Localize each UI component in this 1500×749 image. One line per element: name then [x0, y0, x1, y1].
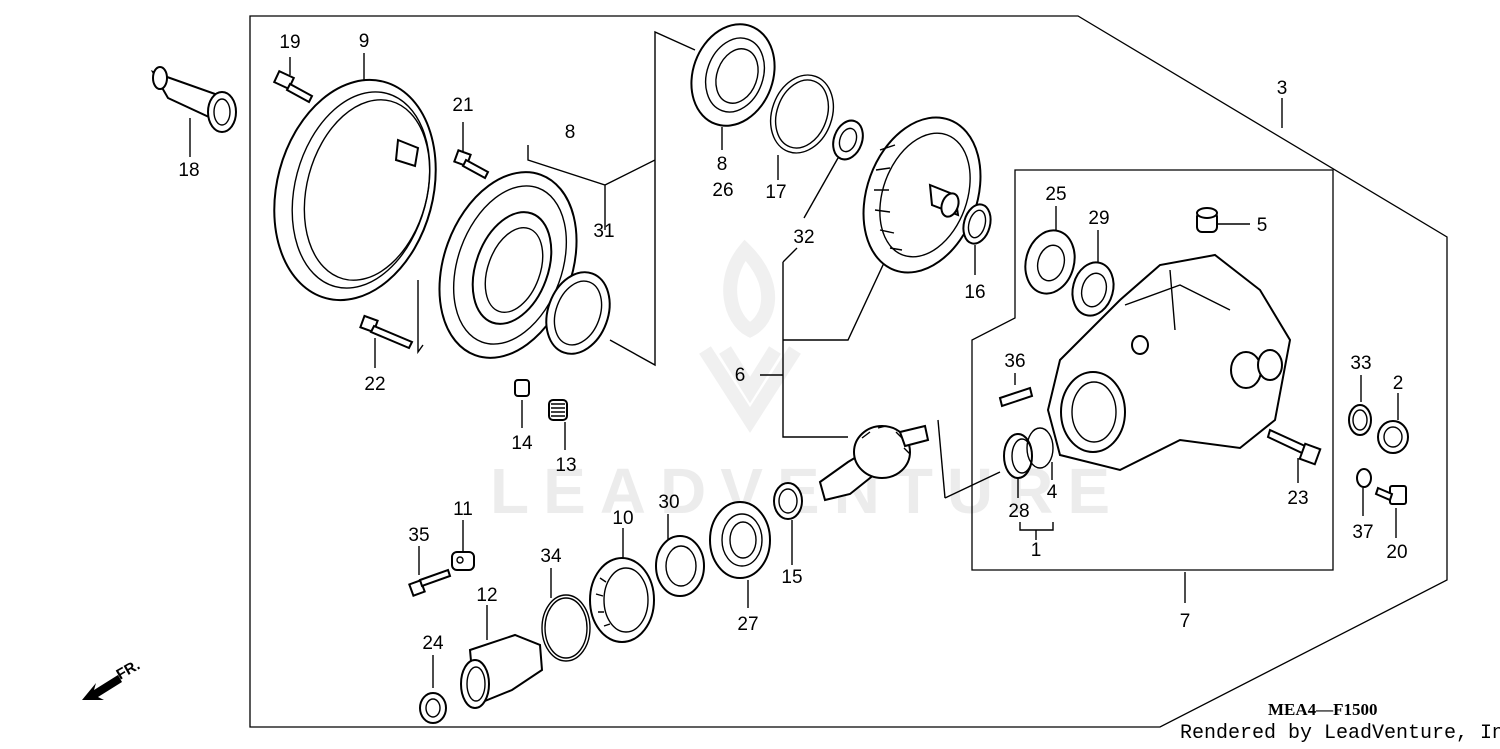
part-8-bearing[interactable] [678, 12, 789, 137]
callout-14[interactable]: 14 [511, 433, 533, 454]
arrow-icon [82, 675, 122, 700]
part-33-washer[interactable] [1348, 404, 1372, 436]
callout-25[interactable]: 25 [1045, 184, 1066, 205]
part-37-washer[interactable] [1356, 468, 1372, 488]
part-28-bearing[interactable] [1003, 433, 1033, 479]
callout-34[interactable]: 34 [540, 546, 562, 567]
callout-8-bearing[interactable]: 8 [717, 154, 728, 175]
part-10-retainer[interactable] [589, 557, 655, 643]
leader-lines [189, 53, 1399, 688]
callout-15[interactable]: 15 [781, 567, 802, 588]
credit-text: Rendered by LeadVenture, Inc. [1180, 722, 1500, 745]
callout-13[interactable]: 13 [555, 455, 576, 476]
part-36-stud[interactable] [998, 386, 1034, 408]
part-35-bolt[interactable] [408, 568, 452, 597]
part-29-seal[interactable] [1067, 258, 1120, 321]
assembly-3-outline [249, 15, 1448, 728]
callout-6[interactable]: 6 [735, 365, 746, 386]
callout-18[interactable]: 18 [178, 160, 199, 181]
callout-24[interactable]: 24 [422, 633, 444, 654]
part-13-spring[interactable] [548, 399, 568, 421]
part-14-nut[interactable] [514, 379, 530, 397]
assembly-1-bracket [1019, 522, 1054, 540]
part-9-band[interactable] [251, 62, 460, 319]
callout-31[interactable]: 31 [593, 221, 614, 242]
callout-20[interactable]: 20 [1386, 542, 1407, 563]
callout-22[interactable]: 22 [364, 374, 385, 395]
callout-4[interactable]: 4 [1047, 482, 1058, 503]
part-7-gear-case[interactable] [1046, 253, 1292, 472]
part-5-cap[interactable] [1196, 207, 1218, 233]
callout-36[interactable]: 36 [1004, 351, 1025, 372]
callout-8-holder[interactable]: 8 [565, 122, 576, 143]
part-34-o-ring[interactable] [541, 594, 591, 662]
callout-5[interactable]: 5 [1257, 215, 1268, 236]
assembly-22-bracket [417, 280, 424, 355]
part-18-collar[interactable] [150, 66, 237, 133]
part-16-shim[interactable] [959, 201, 994, 246]
part-25-bearing[interactable] [1019, 225, 1082, 299]
part-11-joint[interactable] [451, 551, 475, 571]
part-17-circlip[interactable] [760, 66, 844, 162]
part-24-nut[interactable] [419, 692, 447, 724]
part-6-ring-gear[interactable] [843, 101, 1001, 289]
diagram-code: MEA4—F1500 [1268, 700, 1378, 719]
part-8-holder[interactable] [415, 153, 601, 377]
callout-26[interactable]: 26 [712, 180, 733, 201]
callout-11[interactable]: 11 [453, 499, 473, 520]
callout-3[interactable]: 3 [1277, 78, 1288, 99]
callout-30[interactable]: 30 [658, 492, 679, 513]
part-22-bolt[interactable] [359, 314, 414, 350]
assembly-6-bracket [760, 247, 891, 438]
front-direction-arrow: FR. [82, 657, 143, 700]
callout-37[interactable]: 37 [1352, 522, 1373, 543]
part-19-bolt[interactable] [272, 69, 314, 104]
part-31-seal[interactable] [535, 263, 620, 362]
callout-17[interactable]: 17 [765, 182, 786, 203]
callout-21[interactable]: 21 [452, 95, 473, 116]
watermark-logo [699, 239, 801, 433]
callout-23[interactable]: 23 [1287, 488, 1308, 509]
callout-32[interactable]: 32 [793, 227, 814, 248]
callout-33[interactable]: 33 [1350, 353, 1371, 374]
callout-19[interactable]: 19 [279, 32, 300, 53]
part-23-bolt[interactable] [1266, 428, 1322, 466]
callout-labels: 1 2 3 4 5 6 7 8 8 9 10 11 12 13 14 15 16… [178, 31, 1407, 654]
callout-9[interactable]: 9 [359, 31, 370, 52]
callout-12[interactable]: 12 [476, 585, 497, 606]
callout-28[interactable]: 28 [1008, 501, 1029, 522]
assembly-7-outline [971, 169, 1334, 571]
part-21-bolt[interactable] [453, 149, 490, 180]
callout-29[interactable]: 29 [1088, 208, 1109, 229]
callout-35[interactable]: 35 [408, 525, 429, 546]
part-15-shim[interactable] [773, 482, 803, 520]
part-27-bearing[interactable] [709, 501, 771, 579]
part-12-coupler[interactable] [460, 633, 544, 709]
callout-2[interactable]: 2 [1393, 373, 1404, 394]
callout-7[interactable]: 7 [1180, 611, 1191, 632]
part-4-circlip[interactable] [1026, 427, 1054, 469]
callout-16[interactable]: 16 [964, 282, 985, 303]
callout-1[interactable]: 1 [1031, 540, 1042, 561]
part-20-bolt[interactable] [1374, 485, 1407, 505]
part-6-pinion[interactable] [818, 424, 930, 502]
part-2-plug[interactable] [1377, 420, 1409, 454]
callout-10[interactable]: 10 [612, 508, 633, 529]
assembly-8-31-bracket [527, 30, 696, 367]
callout-27[interactable]: 27 [737, 614, 758, 635]
part-32-bearing[interactable] [828, 116, 868, 163]
part-30-seal[interactable] [655, 535, 705, 597]
